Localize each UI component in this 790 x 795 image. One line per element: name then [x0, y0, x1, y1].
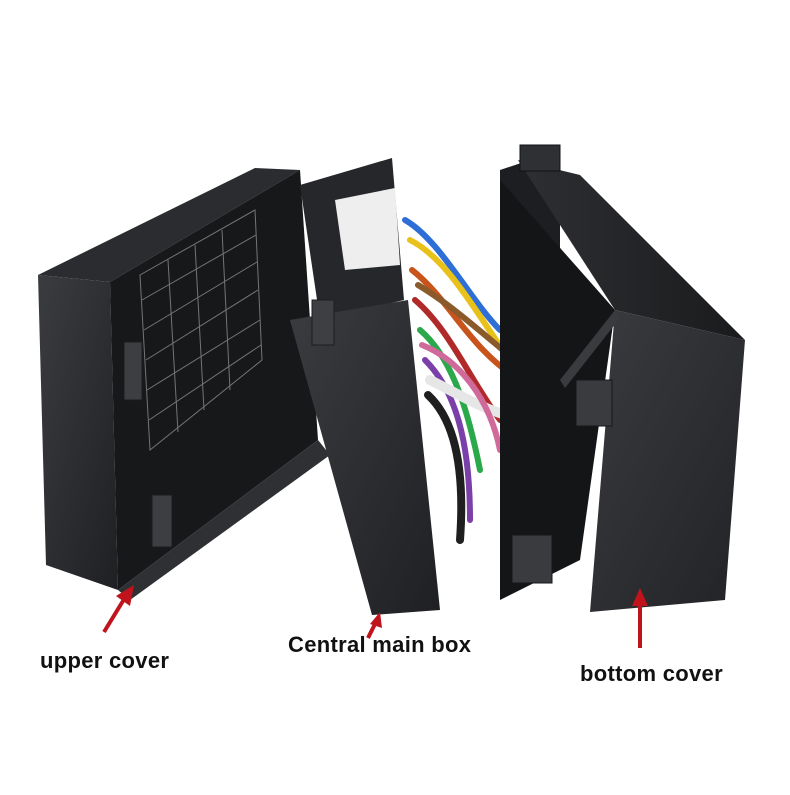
bottom-cover-clip-middle	[575, 379, 613, 427]
central-box-clip	[311, 299, 335, 346]
central-main-box-label: Central main box	[288, 632, 472, 657]
red-arrow-icon	[632, 588, 648, 648]
red-arrow-icon	[366, 612, 382, 639]
upper-cover-rim	[118, 440, 330, 600]
bottom-cover-label: bottom cover	[580, 661, 723, 686]
bottom-cover-front	[590, 310, 745, 612]
bottom-cover-clip-bottom	[511, 534, 553, 584]
upper-cover-inner-face	[110, 170, 318, 590]
central-box-label	[335, 188, 400, 270]
bottom-cover-inner	[500, 180, 615, 600]
upper-cover-label: upper cover	[40, 648, 170, 673]
upper-cover-clip-top	[123, 341, 143, 401]
fuse-diagram	[139, 209, 263, 451]
upper-cover-top-edge	[38, 168, 300, 282]
upper-cover-clip-bottom	[151, 494, 173, 548]
central-main-box	[290, 158, 545, 615]
upper-cover-side	[38, 275, 118, 590]
arrows	[102, 585, 648, 648]
central-box-front	[290, 300, 440, 615]
bottom-cover-rim	[560, 310, 620, 388]
bottom-cover-top	[518, 160, 745, 340]
upper-cover	[38, 168, 330, 600]
bottom-cover	[500, 144, 745, 612]
bottom-cover-clip-top	[519, 144, 561, 172]
red-arrow-icon	[102, 585, 134, 634]
